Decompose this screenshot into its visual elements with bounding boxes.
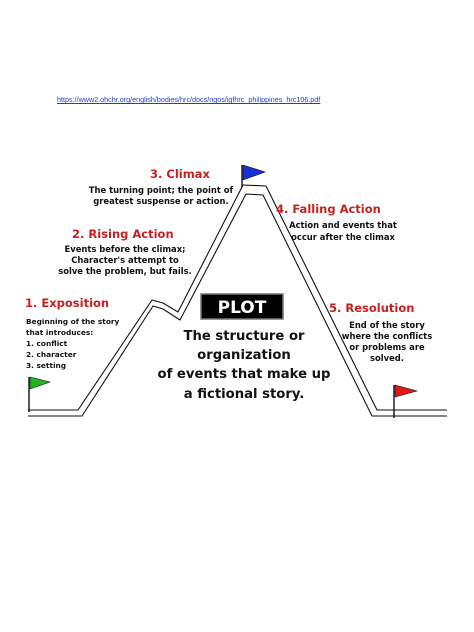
stage-desc-line: 1. conflict bbox=[26, 339, 68, 348]
stage-desc-line: where the conflicts bbox=[342, 331, 432, 341]
stage-desc-line: solved. bbox=[370, 353, 404, 363]
stage-title: 5. Resolution bbox=[329, 301, 414, 315]
stage-resolution: 5. Resolution End of the story where the… bbox=[329, 301, 432, 363]
stage-desc-line: Character's attempt to bbox=[71, 255, 179, 265]
plot-definition-line: organization bbox=[197, 348, 291, 363]
plot-label: PLOT bbox=[218, 298, 267, 318]
stage-title: 4. Falling Action bbox=[276, 202, 381, 216]
stage-title: 3. Climax bbox=[150, 167, 210, 181]
plot-definition-line: a fictional story. bbox=[184, 387, 304, 402]
stage-desc-line: greatest suspense or action. bbox=[93, 196, 228, 206]
plot-definition-line: of events that make up bbox=[158, 367, 331, 382]
plot-box: PLOT bbox=[200, 293, 284, 320]
stage-title: 1. Exposition bbox=[25, 296, 109, 310]
stage-desc-line: Action and events that bbox=[289, 220, 397, 230]
stage-desc-line: The turning point; the point of bbox=[89, 185, 234, 195]
plot-definition: The structure or organization of events … bbox=[158, 329, 331, 402]
stage-desc-line: 2. character bbox=[26, 350, 77, 359]
stage-desc-line: Events before the climax; bbox=[65, 244, 186, 254]
stage-desc-line: solve the problem, but fails. bbox=[58, 266, 192, 276]
stage-desc-line: that introduces: bbox=[26, 328, 93, 337]
stage-desc-line: 3. setting bbox=[26, 361, 66, 370]
stage-title: 2. Rising Action bbox=[72, 227, 174, 241]
stage-desc-line: Beginning of the story bbox=[26, 317, 120, 326]
stage-exposition: 1. Exposition Beginning of the story tha… bbox=[25, 296, 120, 370]
blue-flag-icon bbox=[241, 164, 266, 187]
stage-rising-action: 2. Rising Action Events before the clima… bbox=[58, 227, 192, 276]
plot-definition-line: The structure or bbox=[183, 329, 305, 344]
source-link[interactable]: https://www2.ohchr.org/english/bodies/hr… bbox=[57, 95, 321, 104]
stage-climax: 3. Climax The turning point; the point o… bbox=[89, 167, 234, 206]
stage-falling-action: 4. Falling Action Action and events that… bbox=[276, 202, 397, 242]
red-flag-icon bbox=[393, 384, 419, 418]
stage-desc-line: or problems are bbox=[349, 342, 425, 352]
stage-desc-line: occur after the climax bbox=[291, 232, 395, 242]
plot-mountain-outline bbox=[28, 184, 447, 417]
green-flag-icon bbox=[28, 376, 52, 412]
stage-desc-line: End of the story bbox=[349, 320, 425, 330]
